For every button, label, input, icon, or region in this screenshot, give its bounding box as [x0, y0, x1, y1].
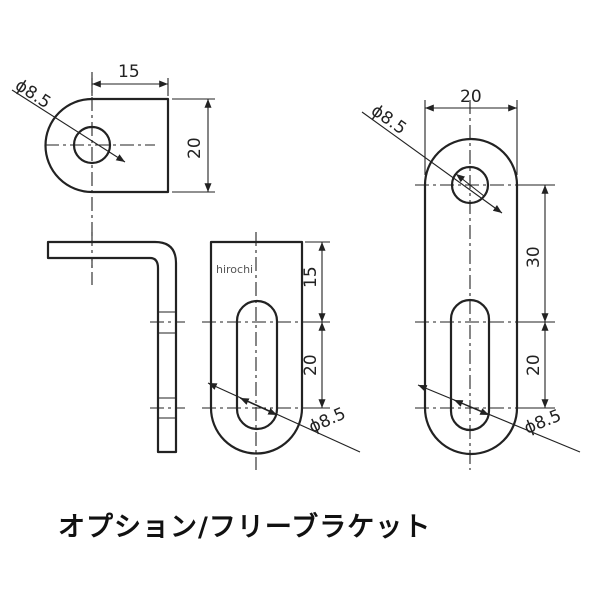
left-front-slot-width-dim: ϕ8.5 — [306, 404, 349, 438]
left-top-height-dim: 20 — [185, 137, 205, 159]
right-spacing-dim: 30 — [524, 246, 544, 268]
caption-title: オプション/フリーブラケット — [58, 511, 431, 543]
left-side-view — [46, 232, 185, 454]
watermark: hirochi — [216, 263, 253, 276]
right-hole-dim: ϕ8.5 — [367, 101, 410, 139]
left-side-profile — [46, 240, 178, 454]
right-slot-width-dim: ϕ8.5 — [521, 406, 564, 439]
left-front-upper-dim: 15 — [301, 266, 321, 288]
left-front-slot — [235, 299, 279, 431]
right-slot-dim: 20 — [524, 354, 544, 376]
left-top-width-dim: 15 — [118, 62, 140, 82]
left-top-hole-dim: ϕ8.5 — [11, 75, 54, 113]
right-width-dim: 20 — [460, 87, 482, 107]
left-front-view: hirochi 15 20 ϕ8.5 — [202, 232, 361, 470]
left-front-slot-dim: 20 — [301, 354, 321, 376]
left-top-view: 15 20 ϕ8.5 — [11, 62, 215, 285]
right-part-view: 20 ϕ8.5 30 20 ϕ8.5 — [361, 87, 581, 470]
